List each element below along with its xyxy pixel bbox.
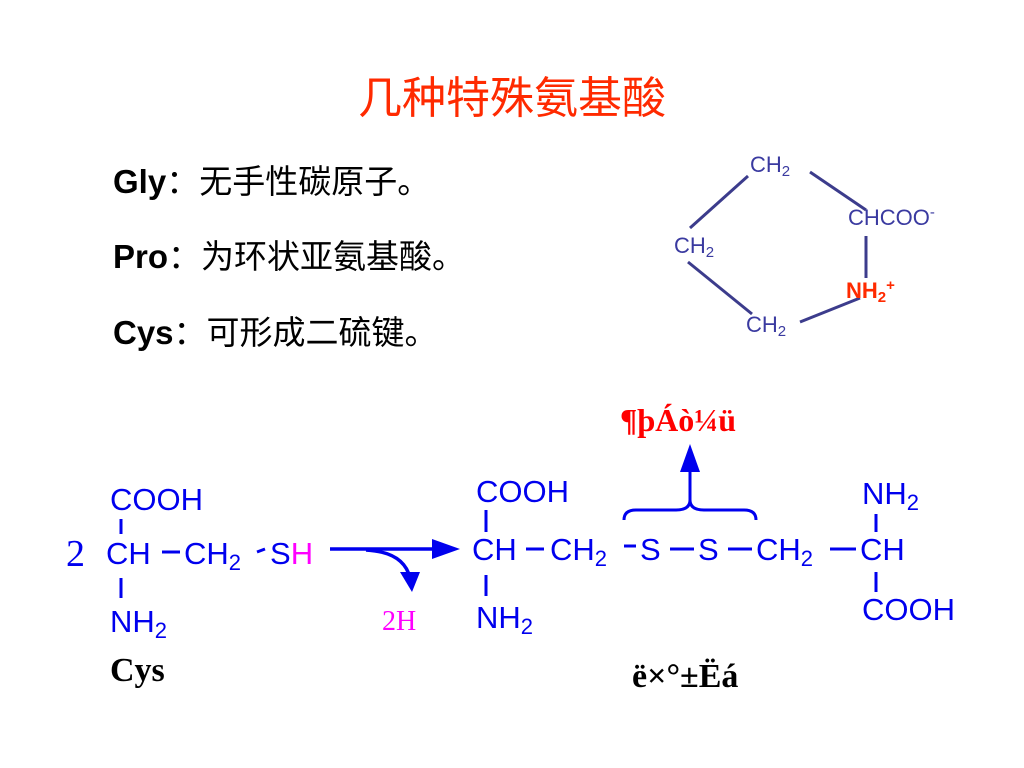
- bullet-gly-key: Gly: [113, 163, 167, 200]
- slide-title: 几种特殊氨基酸: [358, 73, 666, 124]
- brace-arrow-head: [680, 444, 700, 472]
- reactant-nh2: NH2: [110, 604, 168, 643]
- product-s1: S: [640, 532, 661, 567]
- bullet-gly: Gly：无手性碳原子。: [113, 155, 430, 203]
- bullet-pro: Pro：为环状亚氨基酸。: [113, 230, 465, 278]
- bond-ch2-s: [256, 547, 266, 554]
- product-ch2-b: CH2: [756, 532, 814, 571]
- bullet-cys: Cys：可形成二硫键。: [113, 306, 438, 354]
- reactant-sh: SH: [270, 536, 314, 571]
- reactant-ch2: CH2: [184, 536, 242, 575]
- product-left-cooh: COOH: [476, 474, 569, 509]
- product-left-nh2: NH2: [476, 600, 534, 639]
- disulfide-brace: [622, 468, 758, 521]
- ring-ch2-left: CH2: [674, 233, 715, 261]
- ring-ch2-bottom: CH2: [746, 312, 787, 340]
- ring-bond-bottom-right: [799, 296, 861, 324]
- ring-bond-top-right: [809, 170, 867, 212]
- bullet-gly-sep: ：: [166, 162, 200, 201]
- disulfide-label: ¶þÁò¼ü: [620, 402, 736, 438]
- reactant-bonds: [119, 519, 266, 598]
- product-s2: S: [698, 532, 719, 567]
- ring-chcoo: CHCOO-: [848, 204, 935, 230]
- ring-ch2-top: CH2: [750, 152, 791, 180]
- bullet-cys-key: Cys: [113, 314, 174, 351]
- product-right-cooh: COOH: [862, 592, 955, 627]
- reactant-label: Cys: [110, 652, 165, 689]
- product-ch2-a: CH2: [550, 532, 608, 571]
- reaction-coefficient: 2: [66, 533, 85, 575]
- product-right-nh2: NH2: [862, 476, 920, 515]
- bullet-pro-key: Pro: [113, 238, 169, 275]
- ring-bond-top-left: [688, 174, 750, 230]
- product-left-ch: CH: [472, 532, 517, 567]
- byproduct-2h: 2H: [382, 606, 417, 637]
- bullet-pro-text: 为环状亚氨基酸。: [201, 237, 466, 276]
- ring-bond-bottom-left: [687, 260, 753, 316]
- reactant-ch: CH: [106, 536, 151, 571]
- product-right-ch: CH: [860, 532, 905, 567]
- reaction-arrow: [330, 539, 460, 592]
- bullet-cys-text: 可形成二硫键。: [206, 313, 438, 352]
- proline-ring-bonds: [687, 170, 868, 324]
- reactant-cooh: COOH: [110, 482, 203, 517]
- product-label: ë×°±Ëá: [632, 658, 739, 695]
- bullet-cys-sep: ：: [173, 313, 207, 352]
- ring-nh2-plus: NH2+: [846, 277, 895, 306]
- product-bonds: [484, 510, 878, 596]
- bullet-gly-text: 无手性碳原子。: [199, 162, 431, 201]
- bullet-pro-sep: ：: [168, 237, 202, 276]
